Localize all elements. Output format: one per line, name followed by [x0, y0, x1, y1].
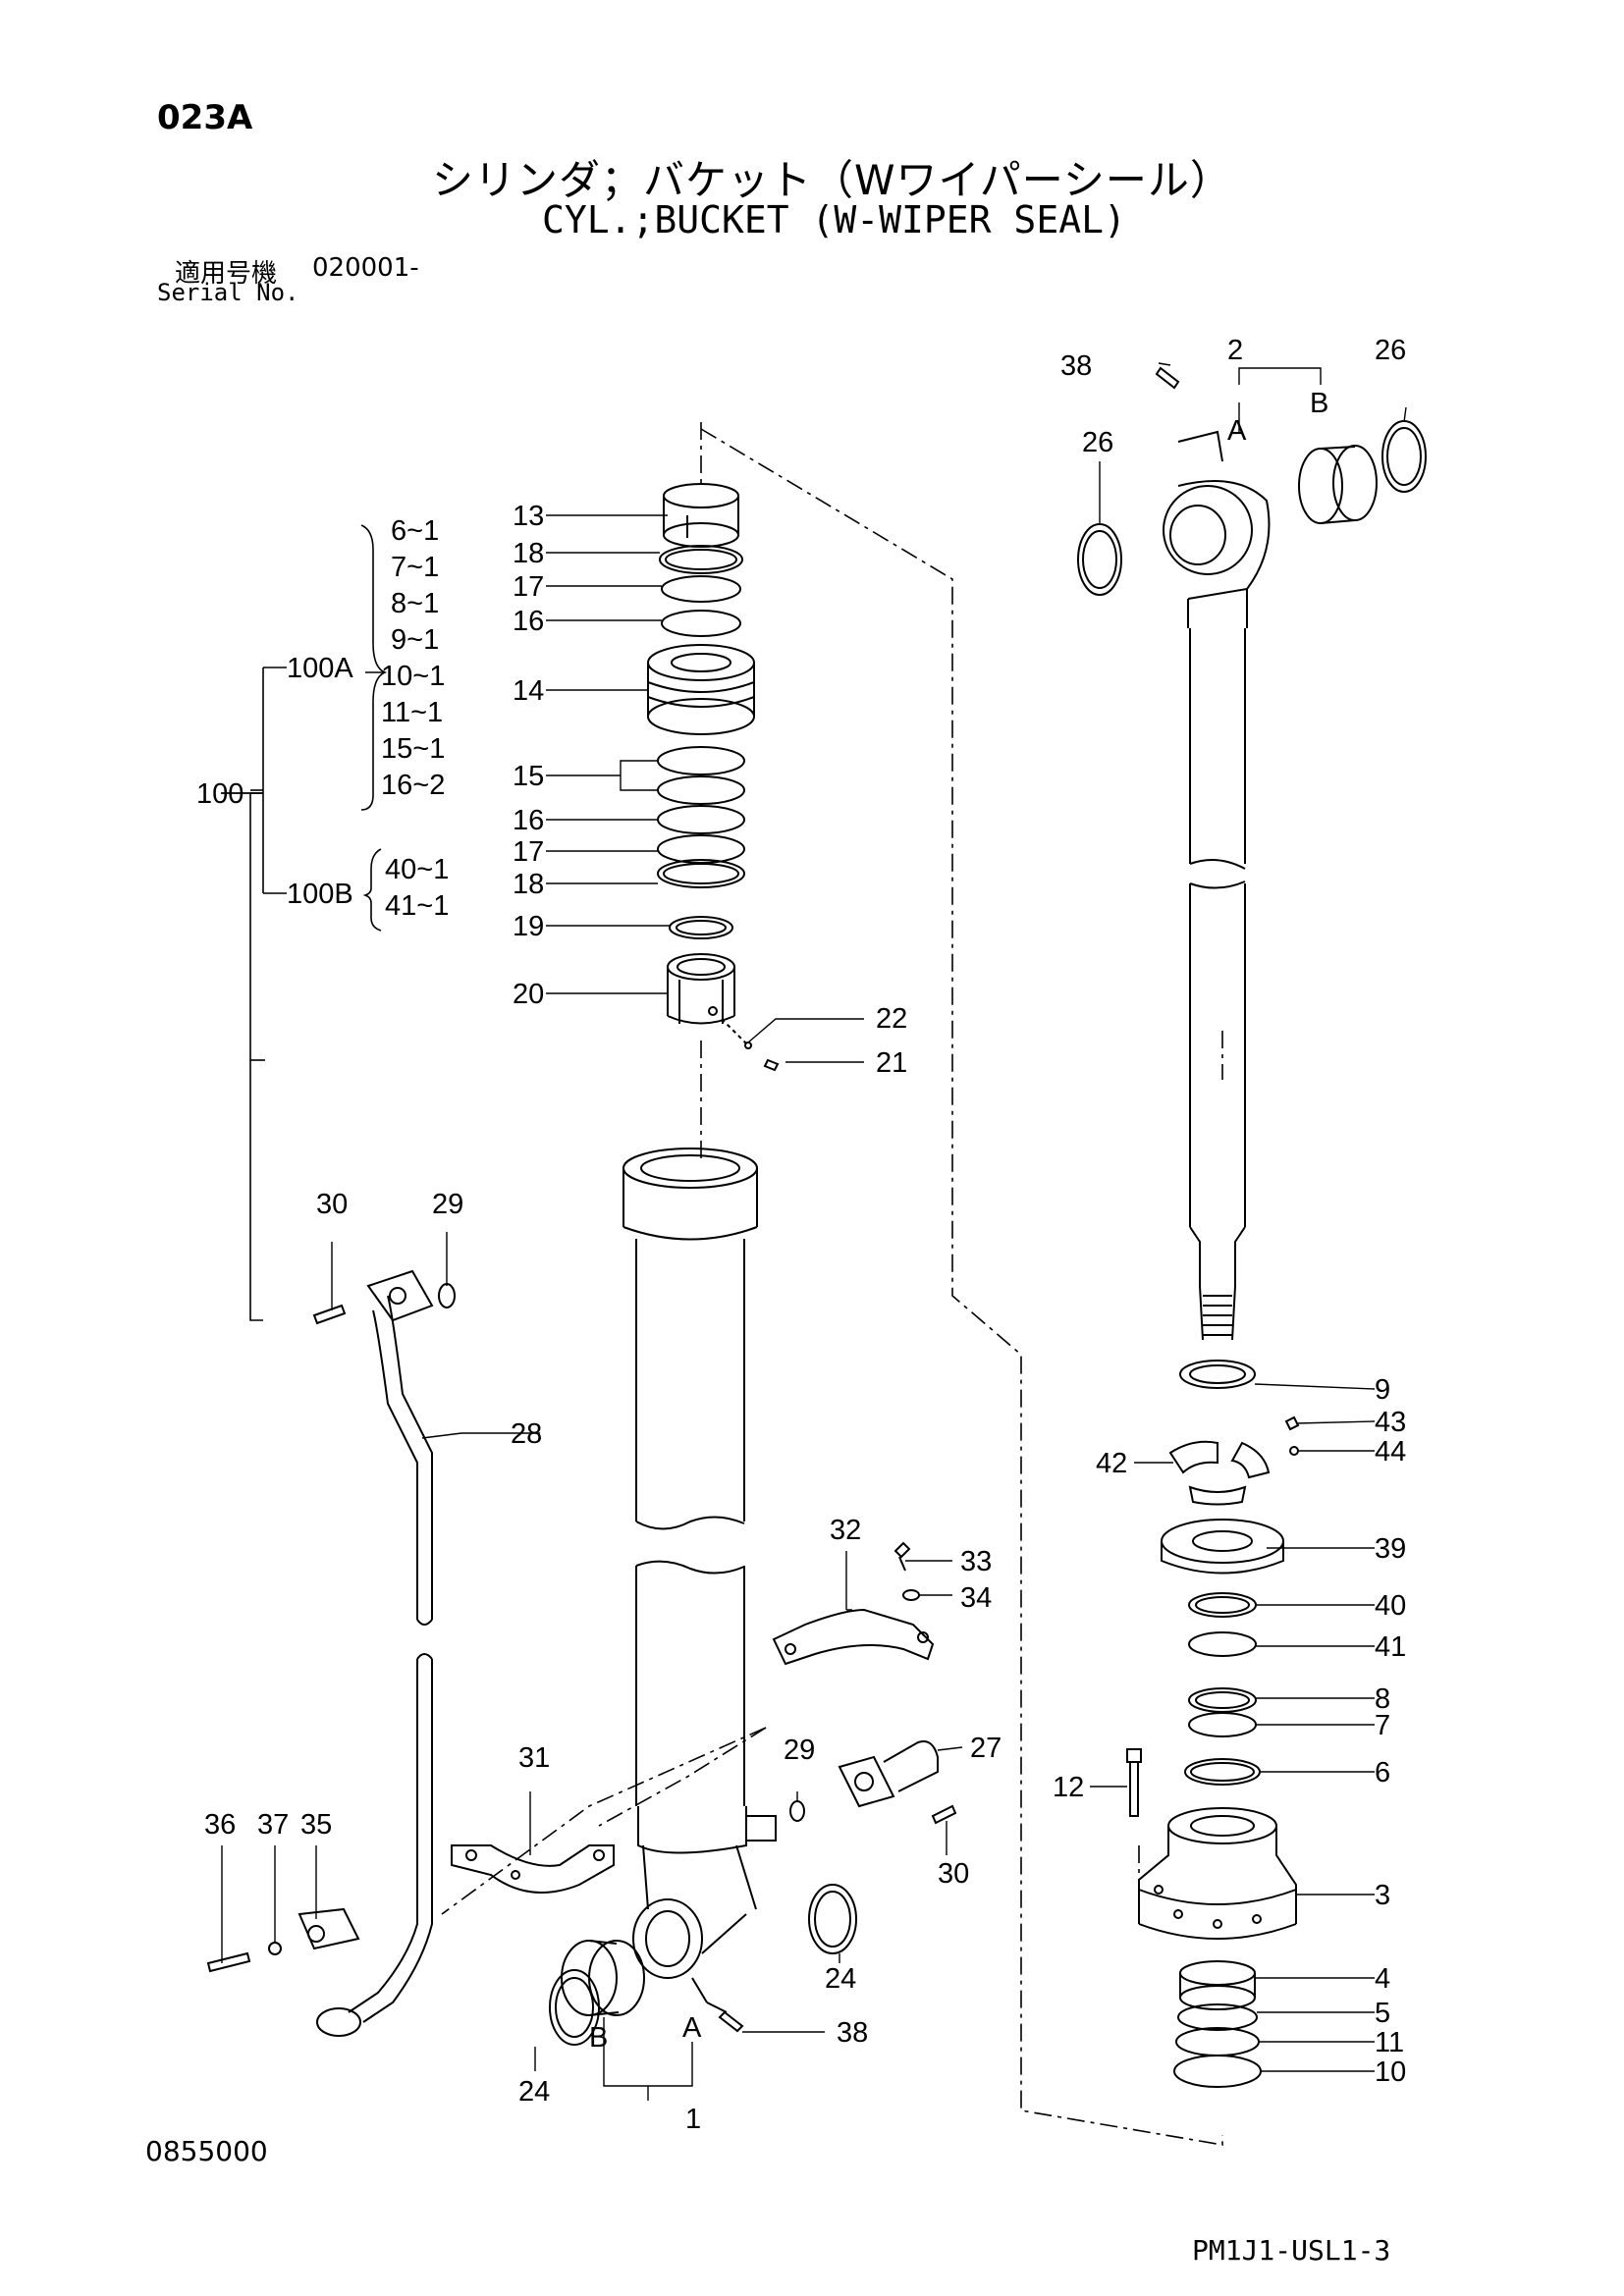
callout-37: 37: [257, 1809, 289, 1841]
callout-a: A: [682, 2012, 702, 2044]
callout-40: 40: [1375, 1590, 1406, 1622]
bushings-and-seals-bottom: [549, 1884, 857, 2046]
callout-33: 33: [960, 1546, 992, 1577]
callout-9: 9: [1375, 1374, 1390, 1406]
callout-27: 27: [970, 1733, 1001, 1764]
callout-26: 26: [1375, 335, 1406, 366]
callout-17: 17: [513, 836, 544, 868]
callout-14: 14: [513, 675, 544, 707]
kit-a-item: 9~1: [391, 624, 439, 656]
callout-44: 44: [1375, 1436, 1406, 1468]
kit-b-item: 40~1: [385, 854, 449, 885]
callout-1: 1: [685, 2104, 701, 2135]
callout-28: 28: [511, 1418, 542, 1450]
piston-rod-assembly: [1077, 366, 1427, 2088]
kit-a-item: 6~1: [391, 515, 439, 547]
model-code: PM1J1-USL1-3: [1192, 2234, 1391, 2267]
callout-7: 7: [1375, 1710, 1390, 1741]
leader-lines: [221, 362, 1407, 2101]
callout-12: 12: [1053, 1772, 1084, 1803]
callout-31: 31: [518, 1742, 550, 1774]
bracket-35: [206, 1907, 360, 1973]
callout-35: 35: [300, 1809, 332, 1841]
kit-a-label: 100A: [287, 653, 353, 684]
callout-17: 17: [513, 571, 544, 603]
serial-label-japanese: 適用号機: [175, 259, 278, 289]
callout-32: 32: [830, 1515, 861, 1546]
callout-4: 4: [1375, 1963, 1390, 1995]
callout-8: 8: [1375, 1683, 1390, 1715]
hydraulic-pipe: [312, 1269, 456, 2037]
callout-18: 18: [513, 869, 544, 900]
title-english: CYL.;BUCKET (W-WIPER SEAL): [542, 198, 1126, 241]
kit-a-item: 16~2: [381, 770, 445, 801]
callout-42: 42: [1096, 1448, 1127, 1479]
cylinder-tube: [623, 1148, 777, 2033]
kit-root-label: 100: [196, 778, 244, 810]
kit-a-item: 11~1: [381, 697, 443, 728]
callout-30: 30: [938, 1858, 969, 1890]
callout-38: 38: [1060, 350, 1092, 382]
kit-tree-lines: [221, 524, 388, 1321]
kit-b-item: 41~1: [385, 890, 449, 922]
pipe-clamp-32: [772, 1541, 935, 1666]
piston-seal-stack: [647, 483, 780, 1072]
kit-a-item: 15~1: [381, 733, 445, 765]
callout-13: 13: [513, 501, 544, 532]
callout-26: 26: [1082, 427, 1113, 458]
callout-34: 34: [960, 1582, 992, 1614]
serial-number-value: 020001-: [312, 253, 419, 283]
kit-a-item: 7~1: [391, 552, 439, 583]
serial-label-english: Serial No.: [157, 279, 299, 306]
callout-2: 2: [1227, 335, 1243, 366]
callout-10: 10: [1375, 2056, 1406, 2088]
callout-24: 24: [518, 2076, 550, 2108]
assembly-dash-lines: [441, 422, 1223, 2146]
callout-21: 21: [876, 1047, 907, 1079]
callout-b: B: [589, 2022, 608, 2054]
callout-19: 19: [513, 911, 544, 942]
callout-22: 22: [876, 1003, 907, 1035]
callout-36: 36: [204, 1809, 236, 1841]
callout-3: 3: [1375, 1880, 1390, 1911]
callout-29: 29: [432, 1189, 463, 1220]
callout-labels: 100 100A 100B 6~1 7~1 8~1 9~1 10~1 11~1 …: [196, 335, 1406, 2135]
callout-16: 16: [513, 606, 544, 637]
callout-30: 30: [316, 1189, 348, 1220]
callout-43: 43: [1375, 1407, 1406, 1438]
callout-6: 6: [1375, 1757, 1390, 1789]
callout-15: 15: [513, 761, 544, 792]
callout-11: 11: [1375, 2027, 1404, 2058]
callout-16: 16: [513, 805, 544, 836]
page-code: 023A: [157, 98, 253, 137]
kit-a-item: 8~1: [391, 588, 439, 619]
callout-38: 38: [837, 2017, 868, 2049]
callout-18: 18: [513, 538, 544, 569]
flange-27: [789, 1740, 957, 1825]
callout-a: A: [1227, 415, 1247, 447]
kit-b-label: 100B: [287, 879, 353, 910]
drawing-number: 0855000: [145, 2135, 268, 2167]
title-japanese: シリンダ；バケット（Wワイパーシール）: [432, 156, 1232, 204]
callout-41: 41: [1375, 1631, 1406, 1663]
callout-20: 20: [513, 979, 544, 1010]
callout-b: B: [1310, 388, 1328, 419]
callout-5: 5: [1375, 1998, 1390, 2029]
kit-a-item: 10~1: [381, 661, 445, 692]
callout-39: 39: [1375, 1533, 1406, 1565]
pipe-clamp-31: [451, 1844, 615, 1894]
callout-29: 29: [784, 1735, 815, 1766]
callout-24: 24: [825, 1963, 856, 1995]
